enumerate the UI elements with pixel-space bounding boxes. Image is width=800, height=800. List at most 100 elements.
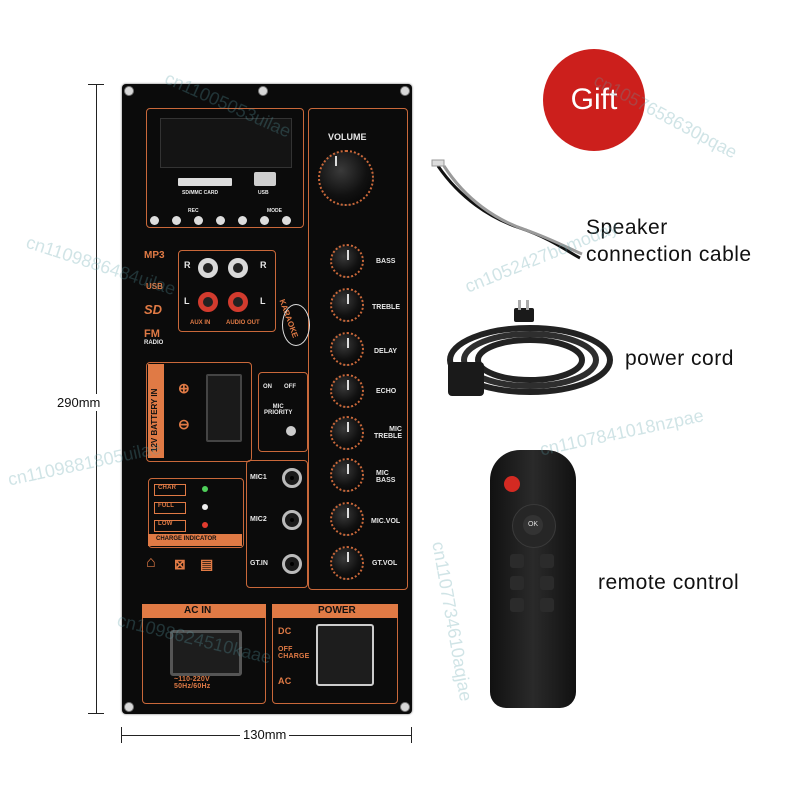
ok-button[interactable]: OK bbox=[523, 515, 543, 535]
button-icon[interactable] bbox=[216, 216, 225, 225]
bass-knob[interactable] bbox=[330, 244, 364, 278]
menu-button-icon[interactable] bbox=[510, 554, 524, 568]
remote-control-caption: remote control bbox=[598, 571, 740, 594]
player-module-frame bbox=[146, 108, 304, 228]
mic-frame bbox=[246, 460, 308, 588]
ac-in-label: AC IN bbox=[184, 605, 212, 616]
audio-out-label: AUDIO OUT bbox=[226, 320, 260, 326]
mic1-jack[interactable] bbox=[282, 468, 302, 488]
tv-button-icon[interactable] bbox=[510, 576, 524, 590]
power-cord-caption: power cord bbox=[625, 347, 734, 370]
control-frame bbox=[308, 108, 408, 590]
mic-treble-knob[interactable] bbox=[330, 416, 364, 450]
delay-knob[interactable] bbox=[330, 332, 364, 366]
mp3-logo: MP3 bbox=[144, 250, 165, 261]
charge-title-box bbox=[148, 534, 242, 546]
watermark: cn1107734610aqjae bbox=[428, 540, 477, 703]
power-label: POWER bbox=[318, 605, 356, 616]
home-button-icon[interactable] bbox=[540, 576, 554, 590]
button-icon[interactable] bbox=[238, 216, 247, 225]
gt-vol-knob[interactable] bbox=[330, 546, 364, 580]
aux-in-right-jack[interactable] bbox=[198, 258, 218, 278]
mic2-label: MIC2 bbox=[250, 516, 267, 523]
power-cord-image bbox=[447, 300, 613, 396]
power-switch[interactable] bbox=[316, 624, 374, 686]
volume-knob[interactable] bbox=[318, 150, 374, 206]
height-dimension-tick-bottom bbox=[88, 713, 104, 714]
button-icon[interactable] bbox=[260, 216, 269, 225]
watermark: cn1107841018nzpae bbox=[538, 405, 706, 460]
rca-label-r1: R bbox=[184, 260, 191, 270]
volume-up-button-icon[interactable] bbox=[540, 598, 554, 612]
knob-label-gt-vol: GT.VOL bbox=[372, 560, 398, 567]
power-button-icon[interactable] bbox=[504, 476, 520, 492]
aux-frame bbox=[178, 250, 276, 332]
usb-port bbox=[254, 172, 276, 186]
gt-in-jack[interactable] bbox=[282, 554, 302, 574]
remote-control-image: OK bbox=[490, 450, 576, 708]
transport-buttons bbox=[150, 216, 300, 228]
mode-label: MODE bbox=[267, 208, 282, 214]
screw-icon bbox=[124, 86, 134, 96]
mic-priority-label: MIC PRIORITY bbox=[264, 404, 293, 416]
mic-priority-switch[interactable] bbox=[286, 426, 296, 436]
knob-label-treble: TREBLE bbox=[372, 304, 400, 311]
home-icon: ⌂ bbox=[146, 554, 156, 571]
mic-priority-frame bbox=[258, 372, 308, 452]
charge-indicator-label: CHARGE INDICATOR bbox=[156, 536, 217, 542]
full-label: FULL bbox=[158, 503, 175, 509]
ac-label: AC bbox=[278, 676, 292, 686]
charge-row bbox=[154, 520, 186, 532]
battery-terminal[interactable] bbox=[206, 374, 242, 442]
audio-out-right-jack[interactable] bbox=[228, 258, 248, 278]
screw-icon bbox=[124, 702, 134, 712]
echo-knob[interactable] bbox=[330, 374, 364, 408]
audio-out-left-jack[interactable] bbox=[228, 292, 248, 312]
treble-knob[interactable] bbox=[330, 288, 364, 322]
knob-label-mic-vol: MIC.VOL bbox=[371, 518, 401, 525]
gift-badge: Gift bbox=[543, 49, 645, 151]
battery-frame bbox=[146, 362, 252, 462]
weee-icon: ⊠ bbox=[174, 556, 186, 572]
sd-card-slot bbox=[178, 178, 232, 186]
aux-in-left-jack[interactable] bbox=[198, 292, 218, 312]
microphone-icon bbox=[282, 304, 310, 346]
screw-icon bbox=[400, 86, 410, 96]
charge-row bbox=[154, 502, 186, 514]
volume-label: VOLUME bbox=[328, 132, 367, 142]
manual-icon: ▤ bbox=[200, 556, 214, 572]
mic1-label: MIC1 bbox=[250, 474, 267, 481]
volume-down-button-icon[interactable] bbox=[510, 598, 524, 612]
battery-label-box bbox=[148, 364, 164, 458]
radio-logo: RADIO bbox=[144, 340, 164, 346]
usb-label: USB bbox=[258, 190, 269, 196]
mic-vol-knob[interactable] bbox=[330, 502, 364, 536]
rca-label-l2: L bbox=[260, 296, 266, 306]
rca-label-r2: R bbox=[260, 260, 267, 270]
mic-bass-knob[interactable] bbox=[330, 458, 364, 492]
led-green bbox=[202, 486, 208, 492]
charge-indicator-frame bbox=[148, 478, 244, 548]
button-icon[interactable] bbox=[150, 216, 159, 225]
height-dimension-tick-top bbox=[88, 84, 104, 85]
button-icon[interactable] bbox=[282, 216, 291, 225]
speaker-cable-caption: Speaker connection cable bbox=[586, 216, 752, 266]
amplifier-panel: SD/MMC CARD USB REC MODE VOLUME BASS TRE… bbox=[122, 84, 412, 714]
mic2-jack[interactable] bbox=[282, 510, 302, 530]
ac-inlet[interactable] bbox=[170, 630, 242, 676]
width-dimension-tick-left bbox=[121, 727, 122, 743]
knob-label-echo: ECHO bbox=[376, 388, 397, 395]
ac-in-title-box bbox=[142, 604, 266, 618]
plus-icon: ⊕ bbox=[178, 380, 190, 396]
button-icon[interactable] bbox=[194, 216, 203, 225]
off-label: OFF bbox=[284, 384, 296, 390]
settings-button-icon[interactable] bbox=[540, 554, 554, 568]
button-icon[interactable] bbox=[172, 216, 181, 225]
screw-icon bbox=[400, 702, 410, 712]
knob-label-mic-treble: MIC TREBLE bbox=[374, 426, 402, 440]
fm-logo: FM bbox=[144, 328, 160, 340]
rca-label-l1: L bbox=[184, 296, 190, 306]
on-label: ON bbox=[263, 384, 272, 390]
width-dimension-label: 130mm bbox=[240, 727, 290, 742]
knob-label-bass: BASS bbox=[376, 258, 396, 265]
